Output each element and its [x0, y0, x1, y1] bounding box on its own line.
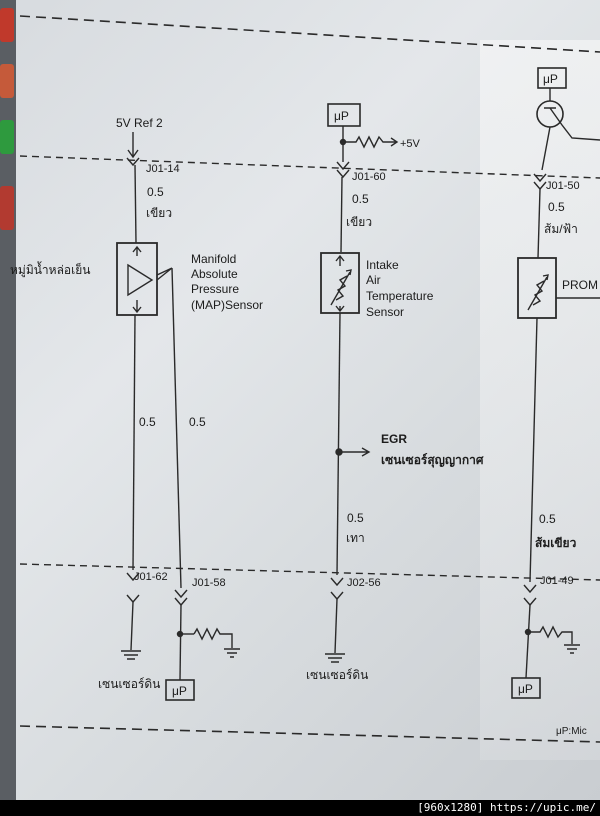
prom-top-connector-label: J01-50 [546, 180, 580, 192]
iat-branch-label: EGR [381, 432, 407, 446]
prom-thermistor [527, 274, 549, 311]
map-sensor-box [116, 242, 158, 316]
iat-supply-label: +5V [400, 138, 421, 150]
app-icon-green[interactable] [0, 120, 14, 154]
map-sensor-name-line-2: Absolute [191, 267, 238, 281]
map-bottom-connector-left: J01-62 [134, 571, 168, 583]
iat-module-label: μP [334, 109, 349, 123]
map-bottom-connector-right: J01-58 [192, 577, 226, 589]
desktop-sidebar [0, 0, 16, 800]
map-sensor-triangle [127, 263, 154, 297]
prom-transistor [536, 100, 564, 128]
iat-sensor-arrow-down [335, 305, 345, 313]
top-dashed-border [19, 15, 600, 53]
prom-bottom-connector-label: J01-49 [540, 575, 574, 587]
prom-bottom-wire-size: 0.5 [539, 512, 556, 526]
iat-sensor-name-line-2: Air [366, 273, 381, 287]
map-top-connector-label: J01-14 [146, 163, 180, 175]
iat-connector-chevron-top [336, 161, 350, 179]
map-ref-label: 5V Ref 2 [116, 116, 163, 130]
iat-module-box [327, 103, 361, 127]
prom-top-wire-color: ส้ม/ฟ้า [544, 222, 578, 236]
iat-bottom-wire-color: เทา [346, 531, 365, 545]
app-icon-red-2[interactable] [0, 186, 14, 230]
iat-egr-arrow [339, 447, 371, 457]
map-top-wire-color: เขียว [146, 206, 172, 220]
map-left-wire-size: 0.5 [139, 415, 156, 429]
prom-bottom-module-box [511, 677, 541, 699]
map-connector-chevron-j01-58 [174, 589, 188, 607]
prom-wire-bottom [529, 317, 538, 583]
iat-wire-bottom [336, 312, 341, 576]
iat-top-connector-label: J01-60 [352, 171, 386, 183]
prom-bottom-module-label: μP [518, 682, 533, 696]
map-sensor-arrow-up [132, 245, 142, 256]
image-footer: [960x1280] https://upic.me/ [0, 800, 600, 816]
iat-ground-symbol [325, 653, 345, 663]
map-connector-chevron-top [126, 157, 140, 167]
prom-top-wire-size: 0.5 [548, 200, 565, 214]
iat-ground-wire [334, 598, 338, 654]
iat-branch-sublabel: เซนเซอร์สุญญากาศ [381, 453, 484, 468]
prom-bottom-wire-color: ส้มเขียว [535, 536, 577, 550]
prom-module-wire [525, 604, 531, 679]
map-resistor [193, 627, 233, 648]
iat-sensor-name-line-3: Temperature [366, 289, 434, 303]
prom-legend-note: μP:Mic [556, 726, 587, 737]
prom-transistor-leads [541, 88, 600, 171]
iat-wire-top [340, 176, 343, 253]
map-wire-left [132, 314, 136, 571]
iat-thermistor [330, 269, 352, 306]
app-icon-orange[interactable] [0, 64, 14, 98]
map-signal-wire [171, 267, 182, 589]
prom-module-box [537, 67, 567, 89]
iat-top-wire-color: เขียว [346, 215, 372, 229]
app-icon-red[interactable] [0, 8, 14, 42]
map-sensor-side-label: หมู่มิน้ำหล่อเย็น [10, 261, 90, 278]
footer-credit[interactable]: [960x1280] https://upic.me/ [417, 801, 596, 814]
map-wire-top [134, 164, 137, 244]
map-module-box [165, 679, 195, 701]
iat-top-wire-size: 0.5 [352, 192, 369, 206]
connector-dashed-line-bottom [19, 563, 600, 581]
map-ground-wire [130, 601, 134, 651]
map-sensor-arrow-down [132, 300, 142, 314]
map-sensor-name-line-1: Manifold [191, 252, 236, 266]
iat-connector-chevron-bottom [330, 577, 344, 601]
prom-resistor-ground [564, 644, 580, 654]
map-ground-symbol [121, 650, 141, 660]
prom-connector-chevron-bottom [523, 584, 537, 607]
map-sensor-name-line-4: (MAP)Sensor [191, 298, 263, 312]
connector-dashed-line-top [19, 155, 600, 179]
map-ref-arrow [127, 132, 139, 159]
iat-bottom-connector-label: J02-56 [347, 577, 381, 589]
prom-sensor-label: PROM [562, 278, 598, 292]
map-module-wire [179, 604, 182, 681]
map-resistor-ground [224, 648, 240, 658]
iat-sensor-arrow-up [335, 254, 345, 266]
iat-supply-resistor [343, 135, 399, 149]
prom-sensor-box [517, 257, 557, 319]
map-ground-label: เซนเซอร์ดิน [98, 677, 160, 691]
map-sensor-name-line-3: Pressure [191, 282, 239, 296]
map-top-wire-size: 0.5 [147, 185, 164, 199]
map-sensor-bracket [156, 267, 173, 281]
map-right-wire-size: 0.5 [189, 415, 206, 429]
prom-module-label: μP [543, 72, 558, 86]
prom-wire-top [537, 188, 541, 259]
screen-glare [480, 40, 600, 760]
iat-sensor-name-line-4: Sensor [366, 305, 404, 319]
map-junction-dot [176, 630, 184, 638]
iat-sensor-name-line-1: Intake [366, 258, 399, 272]
prom-resistor [528, 625, 573, 644]
iat-bottom-wire-size: 0.5 [347, 511, 364, 525]
iat-ground-label: เซนเซอร์ดิน [306, 668, 368, 682]
map-module-label: μP [172, 684, 187, 698]
bottom-dashed-border [19, 725, 600, 743]
